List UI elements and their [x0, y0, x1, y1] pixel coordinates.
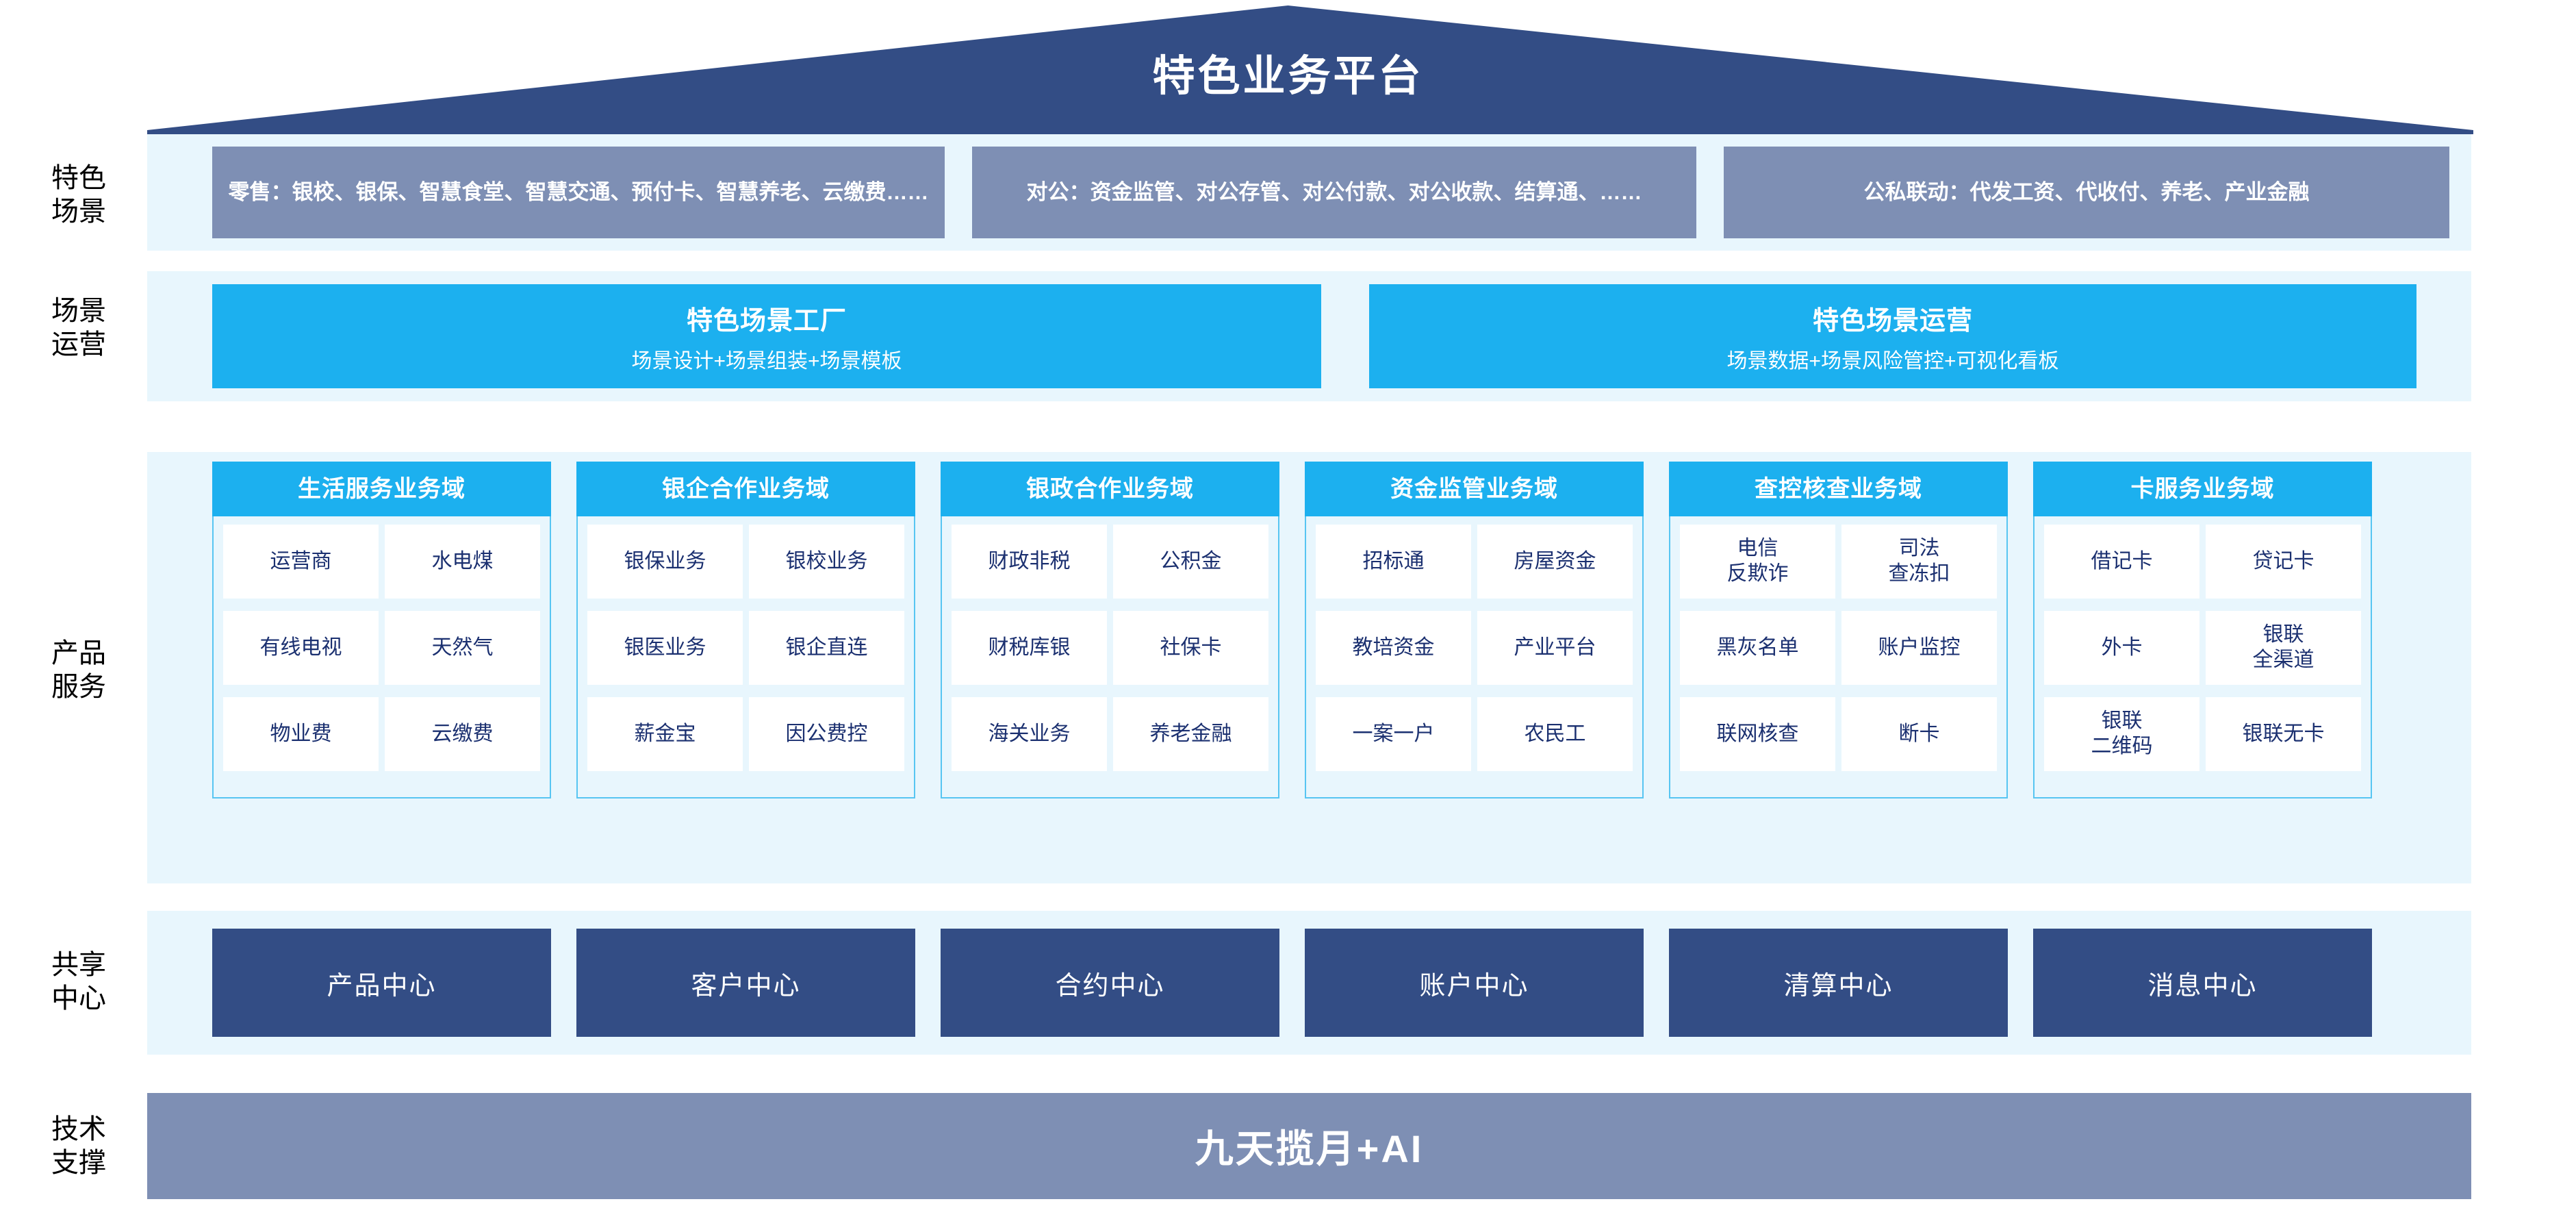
domain-item[interactable]: 公积金 [1113, 525, 1268, 599]
domain-item[interactable]: 司法 查冻扣 [1841, 525, 1997, 599]
ops-title-scenario-factory: 特色场景工厂 [686, 306, 847, 336]
ops-title-scenario-operation: 特色场景运营 [1812, 306, 1973, 336]
domain-item[interactable]: 财政非税 [952, 525, 1107, 599]
domain-item[interactable]: 社保卡 [1113, 611, 1268, 685]
domain-column-life-service: 生活服务业务域 运营商 水电煤 有线电视 天然气 物业费 云缴费 [212, 462, 551, 799]
domain-item[interactable]: 银联 二维码 [2044, 697, 2199, 771]
row-label-products: 产品 服务 [51, 638, 106, 702]
domain-header-card-service: 卡服务业务域 [2033, 462, 2372, 516]
scenario-box-public-private[interactable]: 公私联动：代发工资、代收付、养老、产业金融 [1724, 147, 2449, 238]
domain-item[interactable]: 招标通 [1316, 525, 1471, 599]
domain-item[interactable]: 水电煤 [385, 525, 540, 599]
shared-center-account[interactable]: 账户中心 [1305, 929, 1644, 1037]
domain-item[interactable]: 黑灰名单 [1680, 611, 1835, 685]
domain-item[interactable]: 农民工 [1477, 697, 1633, 771]
tech-support-bar[interactable]: 九天揽月+AI [147, 1093, 2471, 1199]
domain-header-bank-enterprise: 银企合作业务域 [576, 462, 915, 516]
domain-item[interactable]: 银保业务 [587, 525, 743, 599]
shared-center-clearing[interactable]: 清算中心 [1669, 929, 2008, 1037]
domain-item[interactable]: 海关业务 [952, 697, 1107, 771]
domain-item[interactable]: 教培资金 [1316, 611, 1471, 685]
domain-item[interactable]: 银校业务 [749, 525, 904, 599]
row-label-operations: 场景 运营 [51, 296, 106, 360]
domain-item[interactable]: 有线电视 [223, 611, 379, 685]
domain-column-bank-enterprise: 银企合作业务域 银保业务 银校业务 银医业务 银企直连 薪金宝 因公费控 [576, 462, 915, 799]
products-panel: 生活服务业务域 运营商 水电煤 有线电视 天然气 物业费 云缴费 银企合作业务域… [147, 452, 2471, 883]
domain-column-investigation-control: 查控核查业务域 电信 反欺诈 司法 查冻扣 黑灰名单 账户监控 联网核查 断卡 [1669, 462, 2008, 799]
domain-header-bank-government: 银政合作业务域 [941, 462, 1279, 516]
ops-box-scenario-factory[interactable]: 特色场景工厂 场景设计+场景组装+场景模板 [212, 284, 1321, 388]
domain-body-investigation-control: 电信 反欺诈 司法 查冻扣 黑灰名单 账户监控 联网核查 断卡 [1669, 516, 2008, 799]
domain-item[interactable]: 贷记卡 [2206, 525, 2361, 599]
operations-panel: 特色场景工厂 场景设计+场景组装+场景模板 特色场景运营 场景数据+场景风险管控… [147, 271, 2471, 401]
ops-box-scenario-operation[interactable]: 特色场景运营 场景数据+场景风险管控+可视化看板 [1369, 284, 2416, 388]
domain-item[interactable]: 天然气 [385, 611, 540, 685]
row-label-tech-support: 技术 支撑 [51, 1114, 106, 1178]
shared-center-product[interactable]: 产品中心 [212, 929, 551, 1037]
domain-item[interactable]: 养老金融 [1113, 697, 1268, 771]
domain-item[interactable]: 银医业务 [587, 611, 743, 685]
scenarios-panel: 零售：银校、银保、智慧食堂、智慧交通、预付卡、智慧养老、云缴费…… 对公：资金监… [147, 134, 2471, 251]
domain-column-bank-government: 银政合作业务域 财政非税 公积金 财税库银 社保卡 海关业务 养老金融 [941, 462, 1279, 799]
roof-shape [147, 5, 2473, 134]
domain-item[interactable]: 房屋资金 [1477, 525, 1633, 599]
domain-item[interactable]: 产业平台 [1477, 611, 1633, 685]
scenario-box-corporate[interactable]: 对公：资金监管、对公存管、对公付款、对公收款、结算通、…… [972, 147, 1696, 238]
shared-center-contract[interactable]: 合约中心 [941, 929, 1279, 1037]
domain-item[interactable]: 账户监控 [1841, 611, 1997, 685]
domain-body-bank-government: 财政非税 公积金 财税库银 社保卡 海关业务 养老金融 [941, 516, 1279, 799]
domain-body-life-service: 运营商 水电煤 有线电视 天然气 物业费 云缴费 [212, 516, 551, 799]
domain-item[interactable]: 电信 反欺诈 [1680, 525, 1835, 599]
domain-item[interactable]: 断卡 [1841, 697, 1997, 771]
platform-roof-banner: 特色业务平台 [0, 0, 2576, 137]
shared-center-message[interactable]: 消息中心 [2033, 929, 2372, 1037]
domain-item[interactable]: 外卡 [2044, 611, 2199, 685]
domain-body-fund-supervision: 招标通 房屋资金 教培资金 产业平台 一案一户 农民工 [1305, 516, 1644, 799]
domain-header-investigation-control: 查控核查业务域 [1669, 462, 2008, 516]
domain-item[interactable]: 一案一户 [1316, 697, 1471, 771]
domain-body-card-service: 借记卡 贷记卡 外卡 银联 全渠道 银联 二维码 银联无卡 [2033, 516, 2372, 799]
domain-header-life-service: 生活服务业务域 [212, 462, 551, 516]
domain-item[interactable]: 财税库银 [952, 611, 1107, 685]
domain-item[interactable]: 借记卡 [2044, 525, 2199, 599]
ops-subtitle-scenario-operation: 场景数据+场景风险管控+可视化看板 [1726, 349, 2059, 373]
domain-item[interactable]: 薪金宝 [587, 697, 743, 771]
shared-center-customer[interactable]: 客户中心 [576, 929, 915, 1037]
domain-body-bank-enterprise: 银保业务 银校业务 银医业务 银企直连 薪金宝 因公费控 [576, 516, 915, 799]
domain-item[interactable]: 银联 全渠道 [2206, 611, 2361, 685]
scenario-box-retail[interactable]: 零售：银校、银保、智慧食堂、智慧交通、预付卡、智慧养老、云缴费…… [212, 147, 945, 238]
domain-item[interactable]: 物业费 [223, 697, 379, 771]
page-title: 特色业务平台 [1152, 53, 1424, 100]
domain-column-fund-supervision: 资金监管业务域 招标通 房屋资金 教培资金 产业平台 一案一户 农民工 [1305, 462, 1644, 799]
domain-column-card-service: 卡服务业务域 借记卡 贷记卡 外卡 银联 全渠道 银联 二维码 银联无卡 [2033, 462, 2372, 799]
domain-item[interactable]: 因公费控 [749, 697, 904, 771]
domain-header-fund-supervision: 资金监管业务域 [1305, 462, 1644, 516]
domain-item[interactable]: 银企直连 [749, 611, 904, 685]
domain-item[interactable]: 云缴费 [385, 697, 540, 771]
row-label-scenarios: 特色 场景 [51, 163, 106, 227]
row-label-shared-centers: 共享 中心 [51, 950, 106, 1014]
domain-item[interactable]: 银联无卡 [2206, 697, 2361, 771]
shared-centers-panel: 产品中心 客户中心 合约中心 账户中心 清算中心 消息中心 [147, 911, 2471, 1055]
domain-item[interactable]: 运营商 [223, 525, 379, 599]
ops-subtitle-scenario-factory: 场景设计+场景组装+场景模板 [631, 349, 902, 373]
domain-item[interactable]: 联网核查 [1680, 697, 1835, 771]
